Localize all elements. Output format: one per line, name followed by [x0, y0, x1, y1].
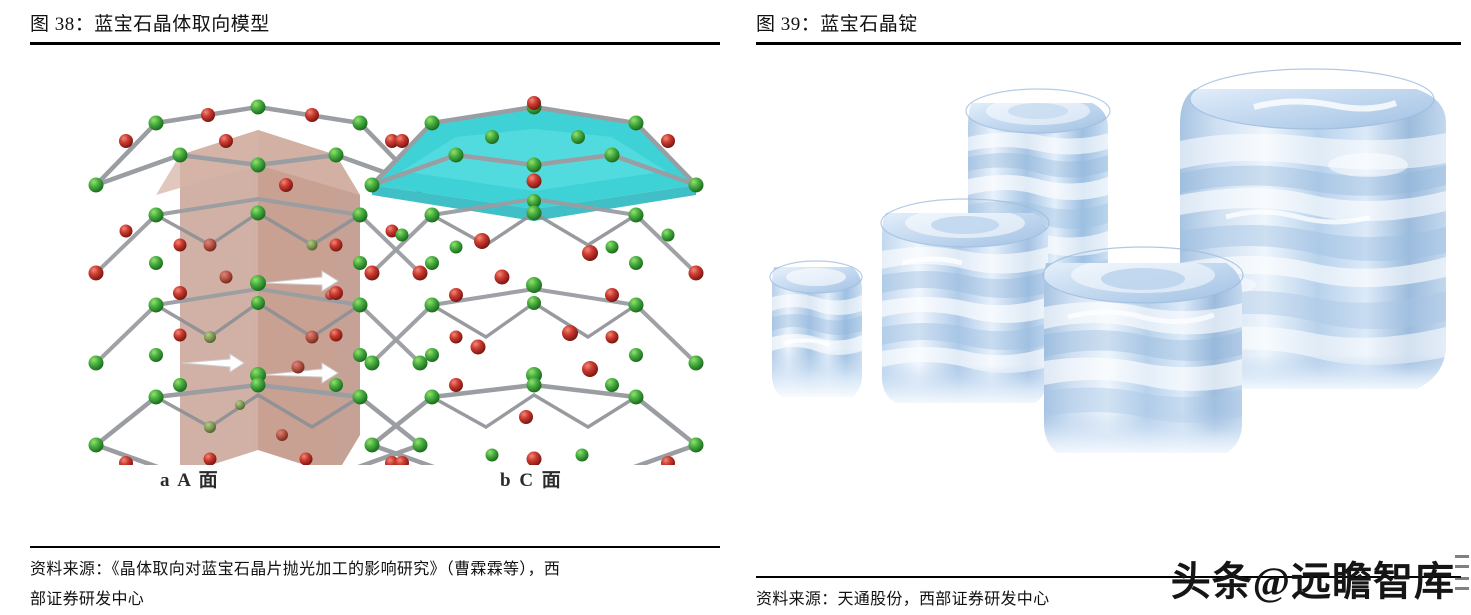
watermark-prefix: 头条: [1170, 559, 1253, 605]
boule-small-left: [769, 260, 863, 397]
lattice-model-c-plane: [364, 96, 704, 493]
figure-38-top-rule: [30, 42, 720, 45]
figure-39-title: 图 39：蓝宝石晶锭: [756, 14, 918, 35]
figure-39-source: 资料来源：天通股份，西部证券研发中心: [756, 578, 1471, 615]
boule-middle-left: [880, 198, 1050, 403]
lattice-model-a-plane: [88, 99, 428, 493]
figure-39-source-line1: 资料来源：天通股份，西部证券研发中心: [756, 591, 1050, 608]
panel-divider-gap: [730, 0, 746, 615]
watermark-logo: 头条@远瞻智库: [1171, 549, 1455, 607]
figure-39-bottom-rule: [756, 576, 1461, 578]
figure-38-body: a A 面 b C 面: [30, 45, 730, 546]
figure-39-top-rule: [756, 42, 1461, 45]
lattice-caption-c: b C 面: [500, 470, 563, 491]
figure-panel-38: 图 38：蓝宝石晶体取向模型: [0, 0, 730, 615]
figure-38-title: 图 38：蓝宝石晶体取向模型: [30, 14, 270, 35]
watermark-at-symbol: @: [1252, 559, 1291, 604]
sapphire-boules-photo: [756, 45, 1471, 576]
figure-38-source: 资料来源：《晶体取向对蓝宝石晶片抛光加工的影响研究》（曹霖霖等），西 部证券研发…: [30, 548, 730, 615]
lattice-atoms-a: [88, 99, 428, 493]
figure-panel-39: 图 39：蓝宝石晶锭: [746, 0, 1471, 615]
page-number-edge-artifact: [1455, 555, 1469, 590]
lattice-caption-a: a A 面: [160, 470, 220, 491]
lattice-svg: [88, 96, 704, 493]
figure-38-bottom-rule: [30, 546, 720, 548]
crystal-lattice-diagram: a A 面 b C 面: [30, 45, 730, 546]
watermark-name: 远瞻智库: [1291, 559, 1455, 605]
figure-39-body: [756, 45, 1471, 576]
boule-front-right: [1042, 246, 1244, 453]
boule-large-right: [1180, 68, 1446, 389]
figure-38-source-line2: 部证券研发中心: [30, 591, 145, 608]
boules-svg: [769, 68, 1446, 453]
figure-38-source-line1: 资料来源：《晶体取向对蓝宝石晶片抛光加工的影响研究》（曹霖霖等），西: [30, 561, 561, 578]
